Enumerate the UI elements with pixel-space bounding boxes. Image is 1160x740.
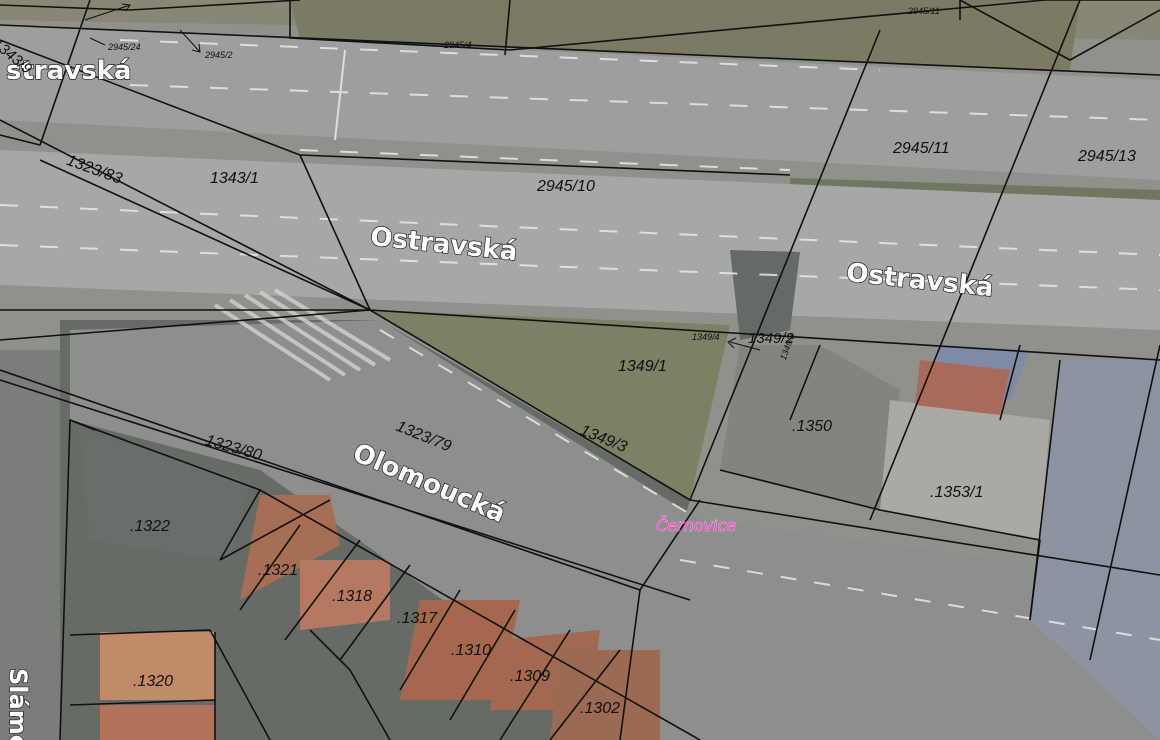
parcel-label: 1349/2 [748, 330, 794, 347]
parcel-label: 2945/24 [108, 42, 141, 52]
parcel-label: .1353/1 [930, 484, 984, 501]
parcel-label: .1321 [258, 562, 299, 579]
parcel-label: 1343/1 [210, 170, 259, 187]
parcel-label: .1317 [397, 610, 438, 627]
parcel-label: .1309 [510, 668, 551, 685]
parcel-label: 2945/2 [205, 50, 233, 60]
parcel-label: 1349/4 [692, 332, 720, 342]
parcel-label: 2945/10 [537, 178, 595, 195]
parcel-label: .1318 [332, 588, 373, 605]
parcel-label: 2945/11 [908, 6, 940, 16]
parcel-label: .1322 [130, 518, 171, 535]
parcel-label: .1320 [133, 673, 174, 690]
street-label-ostravska-top-left: stravská [5, 55, 132, 86]
district-label: Černovice [656, 516, 737, 536]
street-label-slamo: Slámo [3, 667, 32, 740]
parcel-label: 2945/4 [444, 40, 472, 50]
parcel-label: .1302 [580, 700, 621, 717]
parcel-label: .1350 [792, 418, 833, 435]
parcel-label: .1310 [451, 642, 492, 659]
parcel-label: 2945/11 [893, 140, 950, 157]
parcel-label: 1349/1 [618, 358, 667, 375]
parcel-label: 2945/13 [1078, 148, 1136, 165]
